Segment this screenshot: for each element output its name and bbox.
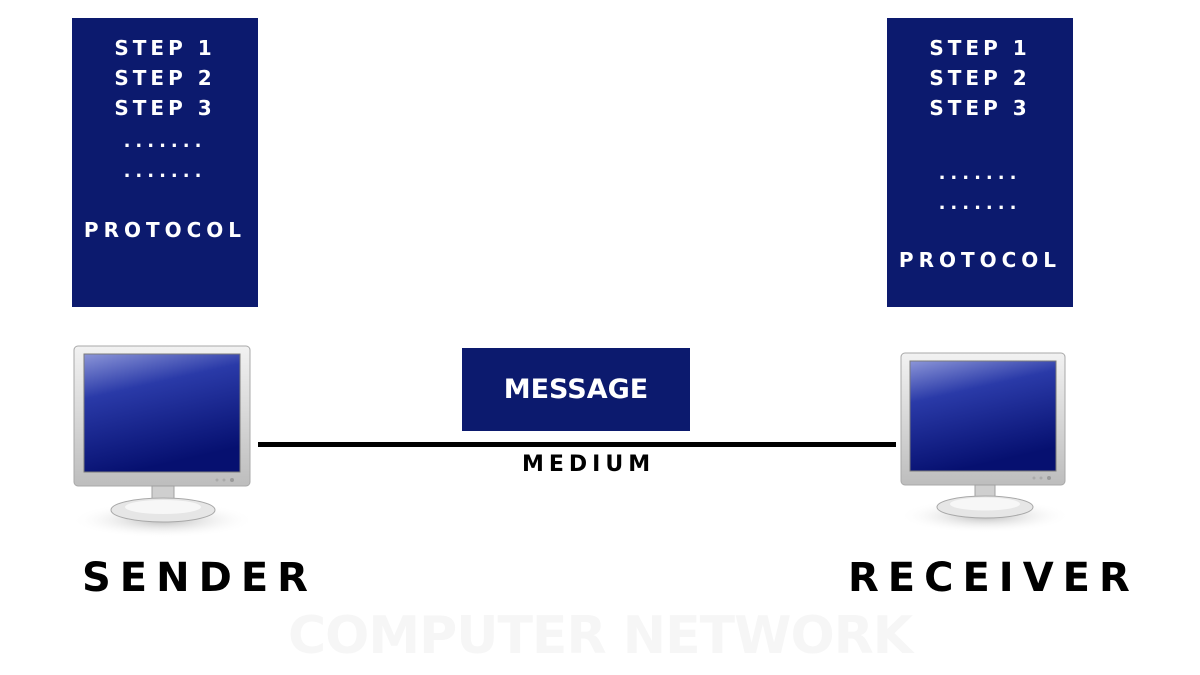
sender-ellipsis-1: ....... xyxy=(123,131,207,152)
sender-step-2: STEP 2 xyxy=(114,66,216,90)
receiver-step-3: STEP 3 xyxy=(929,96,1031,120)
receiver-label: RECEIVER xyxy=(848,555,1139,601)
receiver-protocol-label: PROTOCOL xyxy=(898,248,1062,272)
message-label: MESSAGE xyxy=(503,374,649,405)
medium-line xyxy=(258,442,896,447)
sender-ellipsis-2: ....... xyxy=(123,161,207,182)
medium-label: MEDIUM xyxy=(522,452,656,477)
sender-label: SENDER xyxy=(82,555,317,601)
sender-step-3: STEP 3 xyxy=(114,96,216,120)
sender-protocol-box: STEP 1 STEP 2 STEP 3 ....... ....... PRO… xyxy=(72,18,258,307)
receiver-step-1: STEP 1 xyxy=(929,36,1031,60)
receiver-ellipsis-2: ....... xyxy=(938,193,1022,214)
watermark-text: COMPUTER NETWORK xyxy=(288,606,913,666)
receiver-protocol-box: STEP 1 STEP 2 STEP 3 ....... ....... PRO… xyxy=(887,18,1073,307)
receiver-ellipsis-1: ....... xyxy=(938,163,1022,184)
sender-protocol-label: PROTOCOL xyxy=(83,218,247,242)
message-box: MESSAGE xyxy=(462,348,690,431)
receiver-step-2: STEP 2 xyxy=(929,66,1031,90)
computer-monitor-icon xyxy=(70,344,256,540)
computer-monitor-icon xyxy=(897,350,1073,536)
sender-step-1: STEP 1 xyxy=(114,36,216,60)
